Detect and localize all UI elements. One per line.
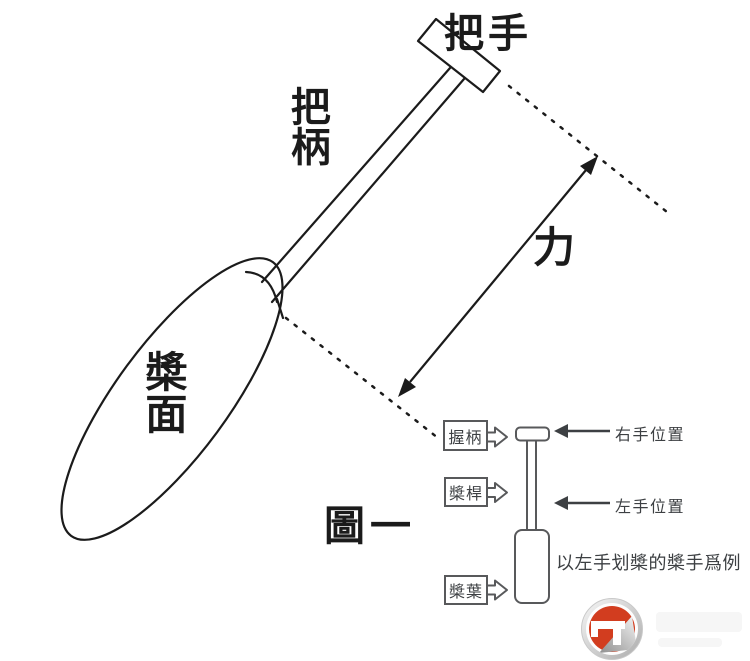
left-arrow-icon-right-hand	[554, 424, 568, 438]
paddle-blade-ellipse	[60, 257, 284, 541]
handle-label: 把手	[444, 11, 532, 56]
left-hand-position-label: 左手位置	[615, 499, 686, 516]
callout-box-shaft: 槳桿	[444, 477, 488, 507]
brand-logo-icon	[581, 598, 643, 660]
paddle-shaft-lines	[260, 66, 466, 304]
callout-arrow-icon-grip	[486, 426, 508, 448]
force-label: 力	[533, 226, 576, 272]
hand-position-arrows	[554, 424, 610, 510]
inset-paddle-blade	[514, 529, 550, 604]
inset-note: 以左手划槳的槳手爲例	[556, 553, 741, 573]
right-hand-position-label: 右手位置	[615, 427, 686, 444]
inset-paddle-grip	[515, 426, 550, 442]
left-arrow-icon-left-hand	[554, 496, 568, 510]
blade-face-label: 槳面	[138, 350, 185, 434]
shaft-label: 把柄	[284, 86, 330, 166]
inset-paddle-figure	[514, 426, 550, 604]
force-arrowhead-top	[580, 156, 598, 175]
force-arrow	[398, 156, 598, 397]
force-arrowhead-bottom	[398, 378, 416, 397]
paddle-grip-shape	[416, 17, 502, 94]
figure-caption: 圖一	[324, 503, 416, 549]
callout-arrow-icon-blade	[486, 579, 508, 601]
callout-box-blade: 槳葉	[444, 575, 488, 605]
watermark	[656, 612, 742, 632]
callout-box-grip: 握柄	[443, 420, 488, 451]
watermark	[658, 638, 722, 647]
inset-paddle-shaft	[526, 439, 537, 533]
callout-arrow-icon-shaft	[486, 482, 508, 503]
shaft-blade-junction-arc	[244, 270, 285, 320]
dotted-guide-line-top	[507, 84, 669, 214]
dotted-guide-line-bottom	[284, 316, 440, 440]
